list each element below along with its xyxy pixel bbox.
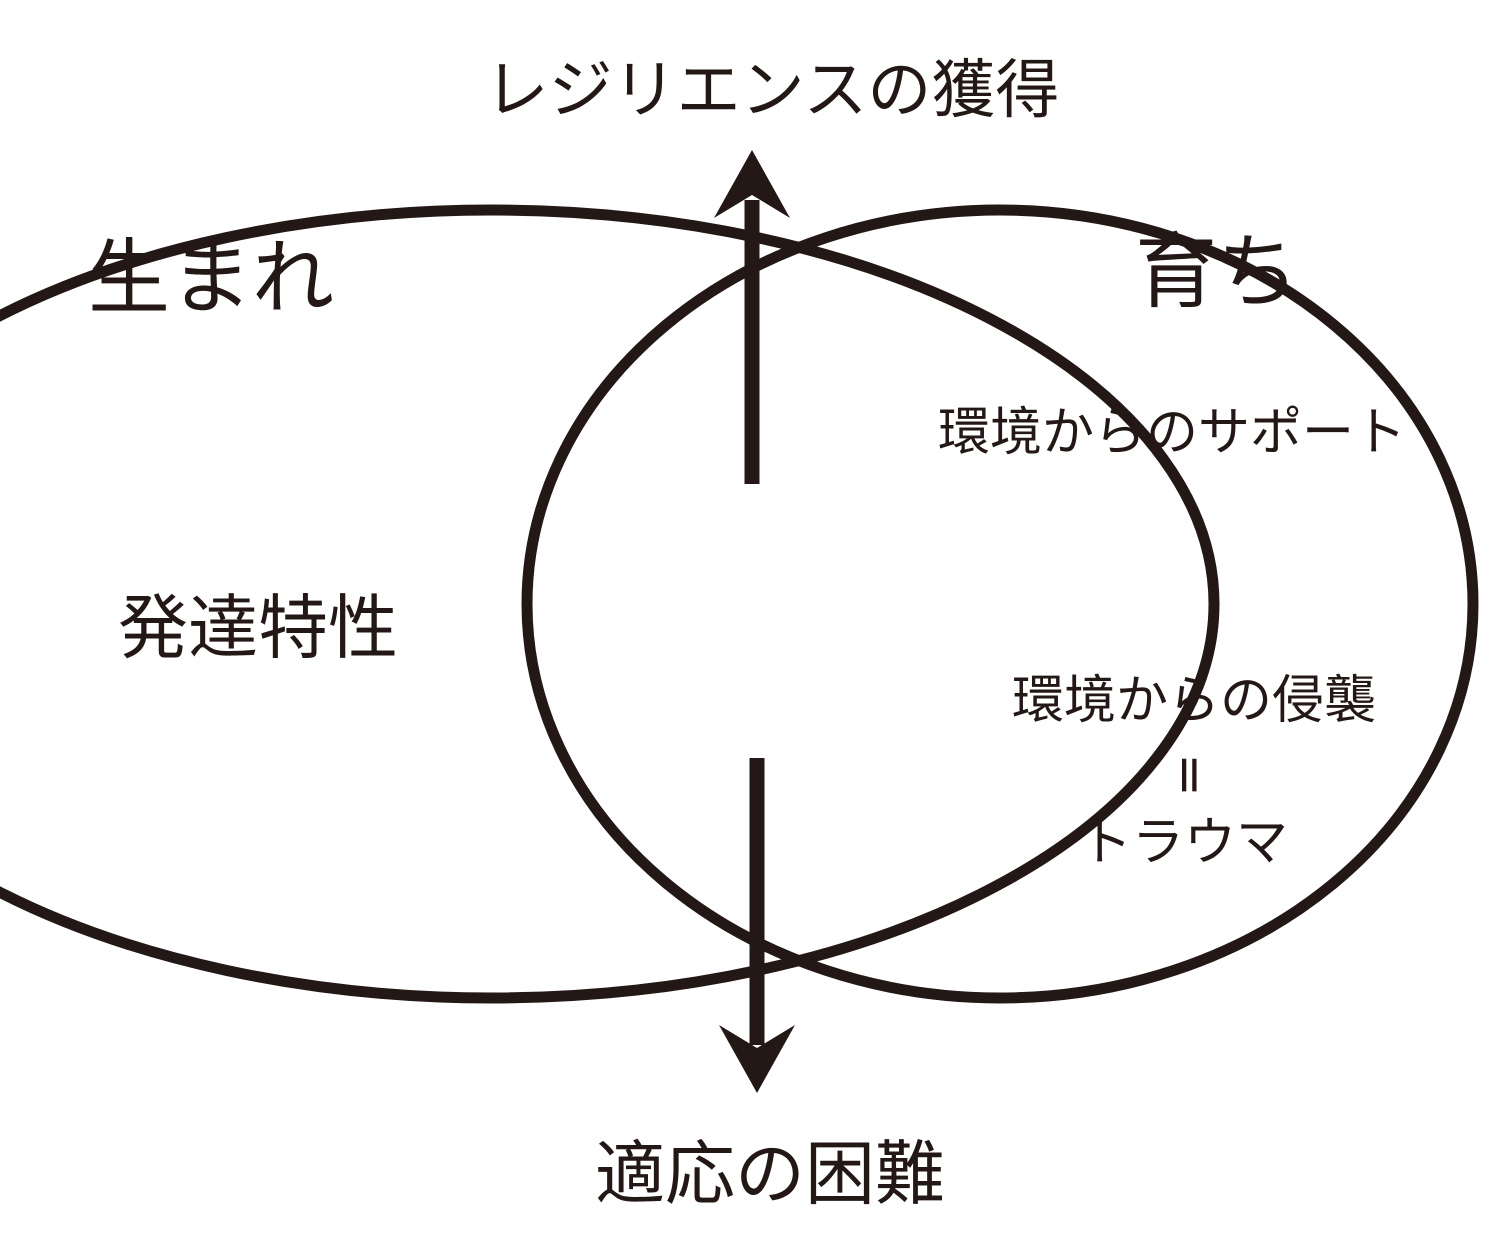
equals-sign: = bbox=[1160, 753, 1220, 797]
left-circle-content: 発達特性 bbox=[118, 587, 398, 669]
up-arrow-head bbox=[714, 150, 790, 218]
trauma-label: トラウマ bbox=[1080, 813, 1288, 873]
right-ellipse bbox=[521, 204, 1479, 1004]
right-circle-title: 育ち bbox=[1135, 225, 1299, 320]
left-circle-title: 生まれ bbox=[88, 231, 334, 326]
right-circle-support: 環境からのサポート bbox=[938, 403, 1406, 463]
right-circle-invasion: 環境からの侵襲 bbox=[1012, 671, 1376, 731]
top-label: レジリエンスの獲得 bbox=[485, 54, 1060, 128]
left-ellipse bbox=[0, 204, 1220, 1004]
down-arrow-head bbox=[719, 1025, 795, 1093]
bottom-label: 適応の困難 bbox=[595, 1133, 945, 1215]
